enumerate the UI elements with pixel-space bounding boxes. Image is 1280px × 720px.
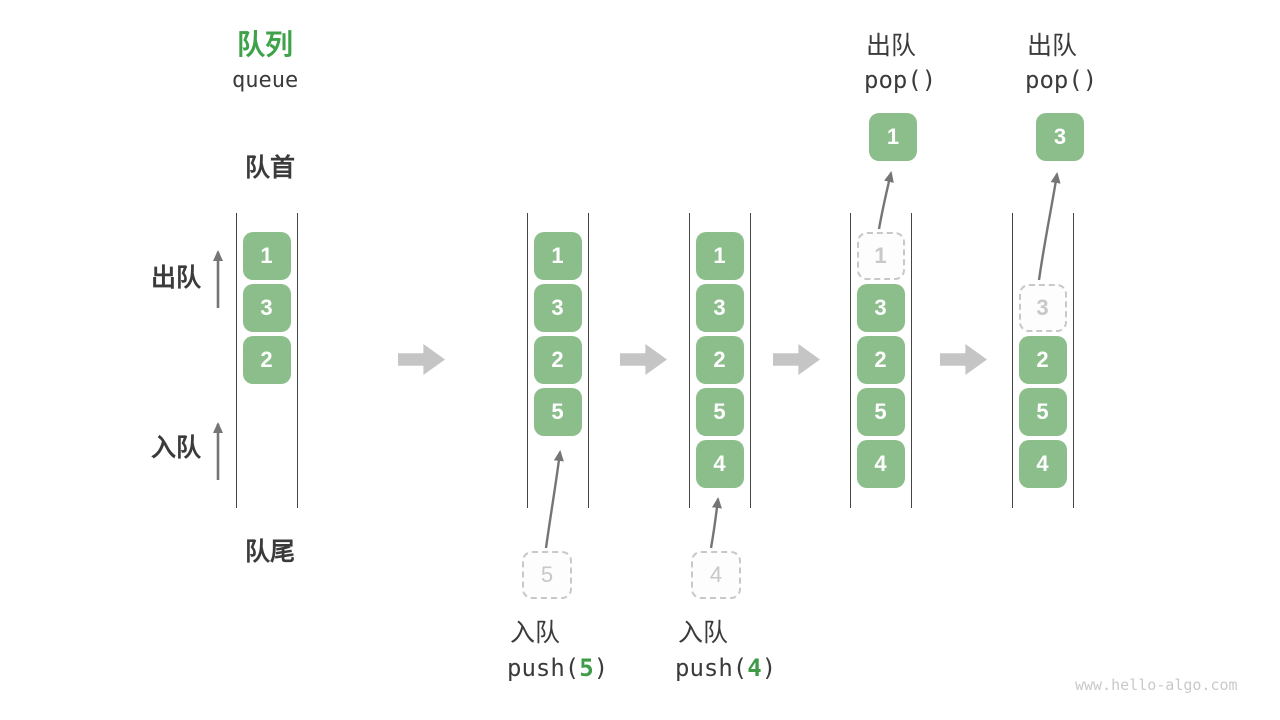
queue-item: 2	[856, 336, 905, 384]
queue-item: 1	[695, 232, 744, 280]
removed-item-placeholder: 1	[856, 232, 905, 280]
enqueue-op-label: 入队	[510, 619, 561, 647]
state-transition-arrow	[940, 344, 987, 375]
push-4-code: push(4)	[675, 654, 777, 682]
staged-enqueue-item: 4	[691, 551, 741, 599]
dequeue-side-label: 出队	[151, 264, 202, 292]
enqueue-op-label: 入队	[678, 619, 729, 647]
queue-item: 1	[242, 232, 291, 280]
queue-item: 2	[533, 336, 582, 384]
queue-item: 4	[856, 440, 905, 488]
push-5-code: push(5)	[507, 654, 609, 682]
pop-code: pop()	[1025, 66, 1098, 94]
dequeue-op-label: 出队	[1027, 32, 1078, 60]
queue-item: 3	[695, 284, 744, 332]
queue-item: 2	[242, 336, 291, 384]
queue-state-3: 1 3 2 5 4	[689, 213, 751, 508]
queue-item: 4	[1018, 440, 1067, 488]
queue-state-4: 1 3 2 5 4	[850, 213, 912, 508]
queue-item: 2	[695, 336, 744, 384]
push-arg: 4	[747, 654, 762, 682]
queue-item: 5	[695, 388, 744, 436]
queue-item: 3	[533, 284, 582, 332]
queue-item: 3	[856, 284, 905, 332]
queue-state-5: 3 2 5 4	[1012, 213, 1074, 508]
state-transition-arrow	[773, 344, 820, 375]
queue-rear-label: 队尾	[245, 538, 296, 566]
popped-item: 3	[1036, 113, 1084, 161]
push-arg: 5	[579, 654, 594, 682]
enqueue-side-label: 入队	[151, 434, 202, 462]
queue-item: 5	[533, 388, 582, 436]
queue-item: 4	[695, 440, 744, 488]
dequeue-op-label: 出队	[866, 32, 917, 60]
watermark: www.hello-algo.com	[1075, 676, 1238, 694]
state-transition-arrow	[398, 344, 445, 375]
queue-item: 5	[856, 388, 905, 436]
queue-state-2: 1 3 2 5	[527, 213, 589, 508]
queue-item: 5	[1018, 388, 1067, 436]
queue-state-1: 1 3 2	[236, 213, 298, 508]
pop-code: pop()	[864, 66, 937, 94]
queue-item: 1	[533, 232, 582, 280]
staged-enqueue-item: 5	[522, 551, 572, 599]
diagram-title-en: queue	[232, 68, 299, 93]
queue-item: 3	[242, 284, 291, 332]
state-transition-arrow	[620, 344, 667, 375]
diagram-title-zh: 队列	[237, 29, 294, 60]
removed-item-placeholder: 3	[1018, 284, 1067, 332]
queue-item: 2	[1018, 336, 1067, 384]
queue-front-label: 队首	[245, 154, 296, 182]
popped-item: 1	[869, 113, 917, 161]
